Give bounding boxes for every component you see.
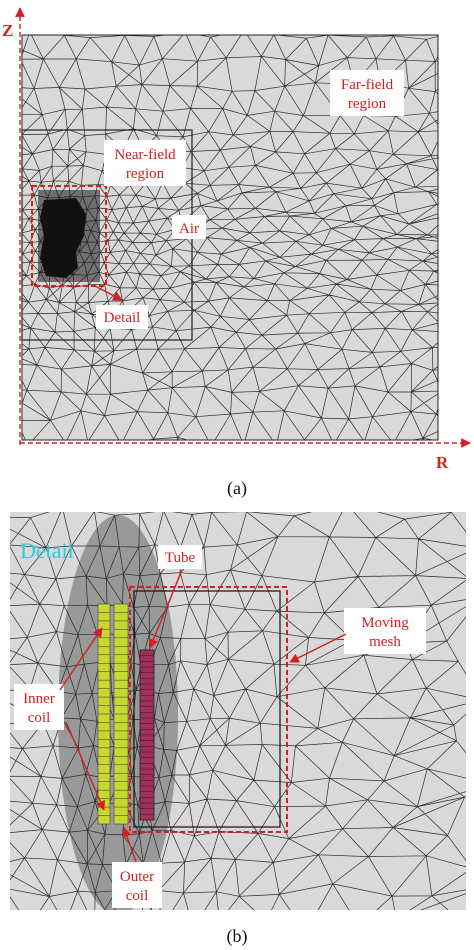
coil-region-a [40, 198, 86, 278]
moving-mesh-label-bg [344, 608, 426, 654]
tube-label: Tube [165, 550, 196, 566]
air-label: Air [179, 221, 199, 237]
axis-z-label: Z [2, 21, 13, 40]
near-field-label-1: Near-field [114, 147, 176, 163]
far-field-label-bg [330, 70, 404, 116]
moving-mesh-box [129, 586, 288, 833]
near-field-label-bg [104, 140, 186, 186]
inner-coil-arrow-2 [65, 721, 106, 811]
inner-coil-label-1: Inner [23, 691, 55, 707]
tube-label-bg [158, 545, 202, 569]
detail-title: Detail [20, 538, 74, 563]
far-field-label-2: region [348, 96, 387, 112]
detail-label-bg [96, 305, 148, 329]
panel-a: Z R Far-field region Near-field region A… [2, 7, 471, 499]
inner-coil-label-2: coil [28, 710, 51, 726]
far-field-label-1: Far-field [341, 77, 394, 93]
tube-arrow [148, 569, 183, 649]
air-label-bg [172, 215, 206, 239]
outer-coil-arrow [122, 827, 137, 863]
tube [139, 649, 155, 821]
caption-a: (a) [227, 478, 247, 499]
inner-coil-arrow-1 [59, 627, 103, 691]
detail-arrow [94, 285, 123, 301]
outer-coil-label-2: coil [126, 888, 149, 904]
detail-label: Detail [104, 310, 141, 326]
outer-coil-label-bg [112, 862, 162, 908]
outer-coil-label-1: Outer [120, 869, 154, 885]
coils [97, 603, 129, 825]
near-field-label-2: region [126, 166, 165, 182]
inner-coil-label-bg [14, 684, 64, 730]
moving-mesh-arrow [289, 633, 347, 663]
moving-mesh-label-1: Moving [361, 615, 409, 631]
moving-mesh-label-2: mesh [369, 634, 401, 650]
moving-mesh-boundary [133, 590, 281, 828]
axis-r-label: R [436, 453, 449, 472]
caption-b: (b) [227, 926, 248, 947]
detail-box [31, 185, 107, 287]
panel-b: Detail Tube Moving mesh Inner coil Outer… [10, 512, 466, 947]
